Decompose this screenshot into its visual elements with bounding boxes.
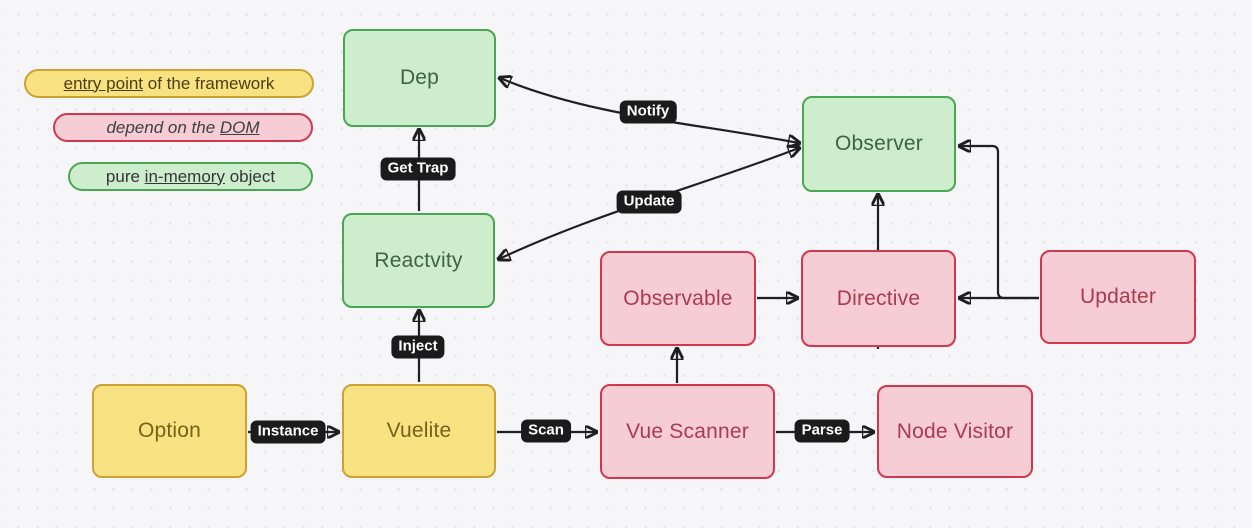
node-vuelite: Vuelite bbox=[342, 384, 496, 478]
edge-label-inject: Inject bbox=[391, 335, 445, 359]
node-observable: Observable bbox=[600, 251, 756, 346]
node-dep: Dep bbox=[343, 29, 496, 127]
legend-memory-underlined: in-memory bbox=[144, 166, 225, 186]
edge-label-update: Update bbox=[616, 190, 682, 214]
node-reactvity: Reactvity bbox=[342, 213, 495, 308]
edge-updater-observer bbox=[960, 146, 1039, 300]
legend-entry-underlined: entry point bbox=[63, 73, 144, 93]
legend-entry-point: entry point of the framework bbox=[24, 69, 314, 98]
edge-label-scan: Scan bbox=[521, 419, 571, 443]
legend-depend-dom: depend on the DOM bbox=[53, 113, 313, 142]
legend-entry-rest: of the framework bbox=[143, 73, 275, 93]
node-node-visitor: Node Visitor bbox=[877, 385, 1033, 478]
edge-label-instance: Instance bbox=[250, 420, 326, 444]
legend-in-memory: pure in-memory object bbox=[68, 162, 313, 191]
node-directive: Directive bbox=[801, 250, 956, 347]
legend-dom-underlined: DOM bbox=[219, 117, 260, 137]
edge-label-parse: Parse bbox=[794, 419, 850, 443]
legend-dom-pre: depend on the bbox=[106, 117, 220, 137]
node-option: Option bbox=[92, 384, 247, 478]
legend-memory-pre: pure bbox=[105, 166, 145, 186]
node-observer: Observer bbox=[802, 96, 956, 192]
edge-label-get-trap: Get Trap bbox=[380, 157, 456, 181]
node-updater: Updater bbox=[1040, 250, 1196, 344]
legend-memory-rest: object bbox=[224, 166, 276, 186]
node-vue-scanner: Vue Scanner bbox=[600, 384, 775, 479]
edge-label-notify: Notify bbox=[619, 100, 677, 124]
